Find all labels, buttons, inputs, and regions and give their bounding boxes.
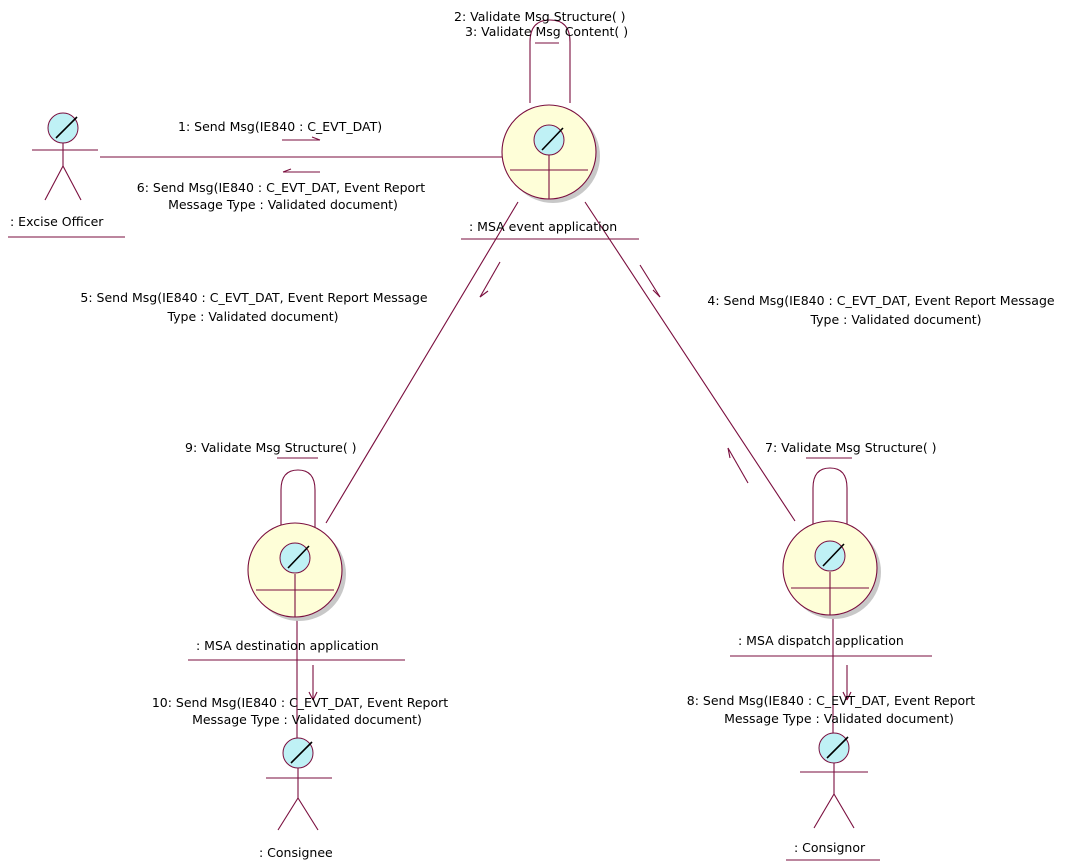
excise-officer-actor-icon[interactable] (32, 112, 98, 201)
message-6-line-2: Message Type : Validated document) (168, 197, 398, 212)
consignee-actor-icon[interactable] (266, 737, 332, 831)
label-msa-dispatch-application: : MSA dispatch application (738, 633, 904, 648)
consignor-actor-icon[interactable] (800, 732, 868, 829)
msa-event-application-icon[interactable] (501, 104, 600, 203)
message-6: 6: Send Msg(IE840 : C_EVT_DAT, Event Rep… (137, 180, 429, 212)
message-10-line-1: 10: Send Msg(IE840 : C_EVT_DAT, Event Re… (152, 695, 448, 710)
message-5-line-2: Type : Validated document) (166, 309, 338, 324)
message-6-line-1: 6: Send Msg(IE840 : C_EVT_DAT, Event Rep… (137, 180, 426, 195)
message-5: 5: Send Msg(IE840 : C_EVT_DAT, Event Rep… (80, 290, 431, 324)
label-msa-destination-application: : MSA destination application (196, 638, 379, 653)
label-consignor: : Consignor (794, 840, 866, 855)
label-excise-officer: : Excise Officer (10, 214, 104, 229)
message-3: 3: Validate Msg Content( ) (465, 24, 628, 39)
link-event-dispatch (584, 201, 796, 522)
msa-dispatch-application-icon[interactable] (782, 520, 881, 619)
arrow-4 (639, 264, 661, 298)
link-event-destination (325, 201, 519, 524)
message-8-line-2: Message Type : Validated document) (724, 711, 954, 726)
arrow-8 (842, 665, 852, 701)
message-4-line-1: 4: Send Msg(IE840 : C_EVT_DAT, Event Rep… (707, 293, 1054, 308)
arrow-7 (727, 447, 749, 484)
message-7: 7: Validate Msg Structure( ) (765, 440, 937, 455)
arrow-5 (479, 261, 501, 298)
message-2: 2: Validate Msg Structure( ) (454, 9, 626, 24)
message-8-line-1: 8: Send Msg(IE840 : C_EVT_DAT, Event Rep… (687, 693, 976, 708)
arrow-1 (282, 136, 321, 141)
self-loop-destination (280, 469, 316, 555)
arrow-6 (282, 168, 320, 173)
message-10-line-2: Message Type : Validated document) (192, 712, 422, 727)
arrow-10 (308, 665, 318, 701)
message-9: 9: Validate Msg Structure( ) (185, 440, 357, 455)
msa-destination-application-icon[interactable] (247, 522, 346, 621)
label-msa-event-application: : MSA event application (469, 219, 617, 234)
message-4-line-2: Type : Validated document) (809, 312, 981, 327)
message-5-line-1: 5: Send Msg(IE840 : C_EVT_DAT, Event Rep… (80, 290, 427, 305)
message-10: 10: Send Msg(IE840 : C_EVT_DAT, Event Re… (152, 695, 452, 727)
label-consignee: : Consignee (259, 845, 333, 860)
message-1: 1: Send Msg(IE840 : C_EVT_DAT) (178, 119, 382, 134)
message-4: 4: Send Msg(IE840 : C_EVT_DAT, Event Rep… (707, 293, 1058, 327)
self-loop-event (529, 19, 571, 103)
self-loop-dispatch (812, 467, 848, 535)
message-8: 8: Send Msg(IE840 : C_EVT_DAT, Event Rep… (687, 693, 979, 726)
